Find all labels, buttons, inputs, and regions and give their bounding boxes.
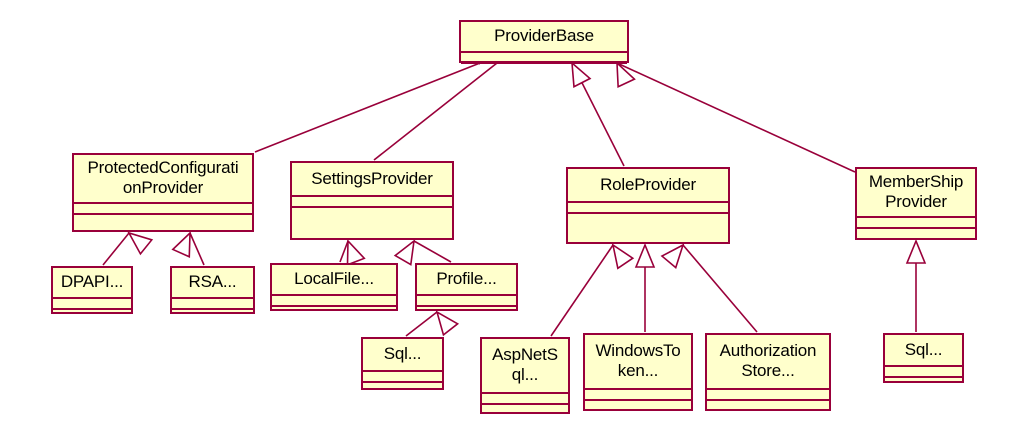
class-attributes-settingsprovider: [292, 195, 452, 206]
class-operations-protectedconfigurationprovider: [74, 213, 252, 234]
class-box-authorizationstore[interactable]: Authorization Store...: [705, 333, 831, 411]
class-operations-profile: [417, 305, 516, 321]
class-name-roleprovider: RoleProvider: [600, 174, 696, 194]
generalization-line: [189, 232, 205, 266]
class-name-authorizationstore: Authorization Store...: [719, 341, 817, 380]
generalization-line: [102, 232, 130, 266]
class-box-roleprovider[interactable]: RoleProvider: [566, 167, 730, 244]
class-name-profile: Profile...: [436, 269, 497, 288]
class-box-windowstoken[interactable]: WindowsTo ken...: [583, 333, 693, 411]
class-name-windowstoken: WindowsTo ken...: [595, 341, 681, 380]
class-attributes-membershipprovider: [857, 216, 975, 227]
generalization-line: [682, 244, 758, 333]
class-box-settingsprovider[interactable]: SettingsProvider: [290, 161, 454, 240]
class-name-settingsprovider: SettingsProvider: [311, 168, 433, 188]
class-box-dpapi[interactable]: DPAPI...: [51, 266, 133, 314]
class-box-sql-profile[interactable]: Sql...: [361, 337, 444, 390]
class-name-dpapi: DPAPI...: [60, 272, 124, 291]
class-name-aspnetsql: AspNetS ql...: [492, 345, 558, 384]
class-box-sql-membership[interactable]: Sql...: [883, 333, 964, 383]
class-operations-rsa: [172, 308, 253, 324]
class-attributes-sql-membership: [885, 365, 962, 376]
class-attributes-dpapi: [53, 297, 131, 308]
class-attributes-sql-profile: [363, 370, 442, 381]
class-attributes-protectedconfigurationprovider: [74, 202, 252, 213]
class-attributes-rsa: [172, 297, 253, 308]
class-operations-windowstoken: [585, 399, 691, 417]
class-attributes-authorizationstore: [707, 388, 829, 399]
class-attributes-providerbase: [461, 51, 627, 62]
class-attributes-profile: [417, 294, 516, 305]
class-attributes-localfile: [272, 294, 396, 305]
class-operations-settingsprovider: [292, 206, 452, 248]
class-name-localfile: LocalFile...: [294, 269, 374, 288]
class-operations-authorizationstore: [707, 399, 829, 417]
class-box-aspnetsql[interactable]: AspNetS ql...: [480, 337, 570, 414]
generalization-line: [550, 244, 614, 337]
class-name-sql-membership: Sql...: [904, 339, 943, 359]
class-operations-providerbase: [461, 62, 627, 78]
generalization-line: [571, 62, 625, 167]
class-operations-dpapi: [53, 308, 131, 324]
class-operations-sql-profile: [363, 381, 442, 397]
generalization-line: [254, 62, 481, 153]
class-operations-membershipprovider: [857, 227, 975, 245]
class-box-protectedconfigurationprovider[interactable]: ProtectedConfigurati onProvider: [72, 153, 254, 232]
class-attributes-roleprovider: [568, 201, 728, 212]
class-attributes-aspnetsql: [482, 392, 568, 403]
generalization-rsa-to-protectedconfigurationprovider: RSA inherits ProtectedConfigurationProvi…: [171, 231, 205, 266]
class-operations-aspnetsql: [482, 403, 568, 420]
class-box-profile[interactable]: Profile...: [415, 263, 518, 311]
class-name-sql-profile: Sql...: [383, 344, 422, 363]
class-box-localfile[interactable]: LocalFile...: [270, 263, 398, 311]
class-operations-roleprovider: [568, 212, 728, 252]
class-box-providerbase[interactable]: ProviderBase: [459, 20, 629, 64]
class-name-membershipprovider: MemberShip Provider: [868, 172, 964, 211]
class-operations-sql-membership: [885, 376, 962, 392]
generalization-line: [616, 62, 856, 173]
class-box-rsa[interactable]: RSA...: [170, 266, 255, 314]
class-attributes-windowstoken: [585, 388, 691, 399]
class-operations-localfile: [272, 305, 396, 321]
class-name-protectedconfigurationprovider: ProtectedConfigurati onProvider: [87, 158, 239, 197]
class-box-membershipprovider[interactable]: MemberShip Provider: [855, 167, 977, 240]
class-name-rsa: RSA...: [188, 272, 237, 291]
class-name-providerbase: ProviderBase: [494, 26, 594, 45]
